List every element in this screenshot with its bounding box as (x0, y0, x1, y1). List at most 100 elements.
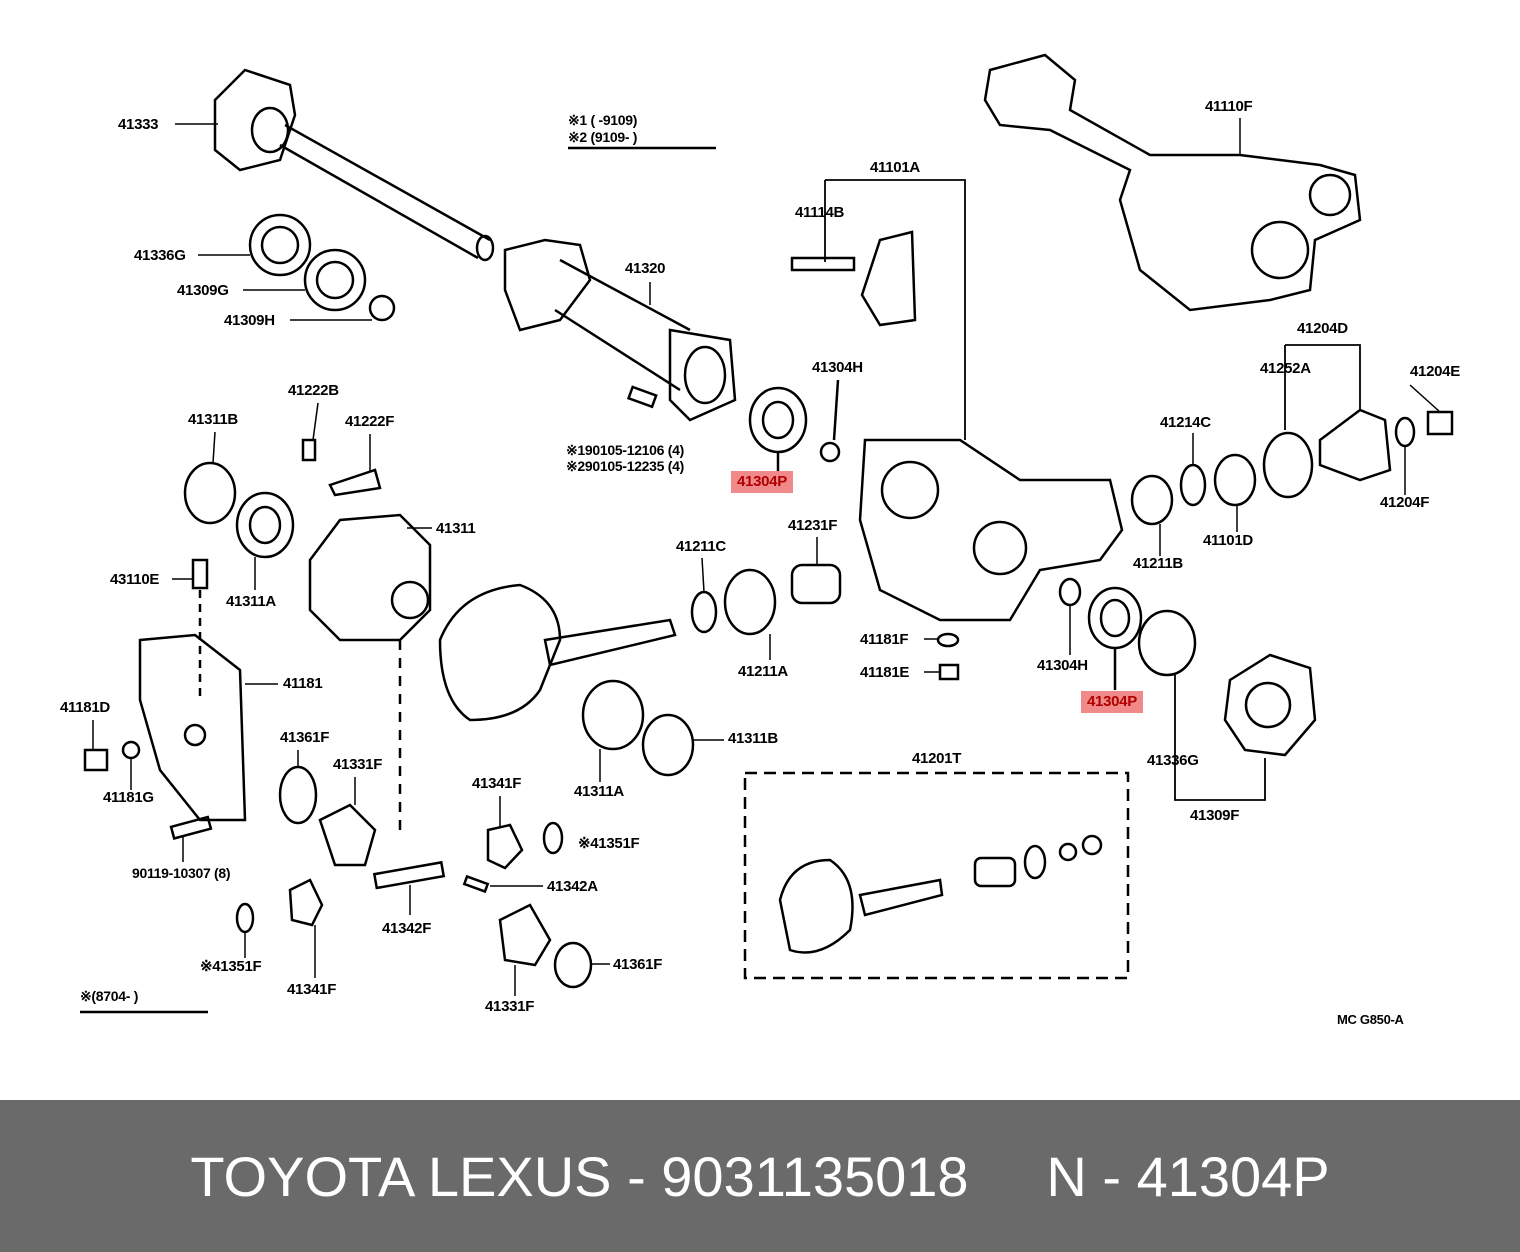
kit-box-41201T (743, 771, 1130, 980)
washer-41351F (542, 821, 564, 855)
spacer-41211C (690, 590, 718, 634)
seal-41336G-right (1137, 609, 1197, 677)
note-variant-3: ※(8704- ) (80, 988, 139, 1004)
part-label[interactable]: 41309G (177, 282, 229, 299)
part-label[interactable]: 41214C (1160, 414, 1211, 431)
part-label[interactable]: 41181D (60, 699, 110, 716)
seal-41311B (183, 461, 237, 525)
washer-41181F (936, 632, 960, 648)
part-label[interactable]: 41311A (226, 593, 276, 610)
note-bolt-1: ※190105-12106 (4) (566, 442, 684, 458)
lock-plate-41222F (328, 468, 382, 497)
bolt-41114B (790, 256, 856, 272)
seal-41311B-right (641, 713, 695, 777)
part-label[interactable]: 41336G (1147, 752, 1199, 769)
diagram-code: MC G850-A (1337, 1012, 1404, 1027)
note-bolt-2: ※290105-12235 (4) (566, 458, 684, 474)
part-label[interactable]: 41181F (860, 631, 909, 648)
part-label[interactable]: 41114B (795, 204, 845, 221)
ring-gear-part (438, 583, 562, 722)
breather-43110E (191, 558, 209, 590)
carrier-housing-part (858, 438, 1124, 622)
part-label[interactable]: ※41351F (200, 958, 262, 975)
highlighted-part-label-41304P[interactable]: 41304P (731, 471, 793, 493)
part-label[interactable]: 41252A (1260, 360, 1311, 377)
note-variant-2: ※2 (9109- ) (568, 129, 638, 145)
part-label[interactable]: 41331F (333, 756, 383, 773)
bolt-41222B (301, 438, 317, 462)
washer-41204F (1394, 416, 1416, 448)
side-gear-41331F (318, 803, 377, 867)
plug-41181D (83, 748, 109, 772)
pinion-gear-41341F-b (288, 878, 324, 927)
bearing-41304P-left (748, 386, 808, 454)
part-label[interactable]: 41101D (1203, 532, 1253, 549)
part-label[interactable]: 41361F (613, 956, 663, 973)
part-label[interactable]: 41333 (118, 116, 159, 133)
pinion-gear-41341F (486, 823, 524, 870)
part-label[interactable]: 41311B (728, 730, 778, 747)
bearing-41311A (235, 491, 295, 559)
footer-part-title: TOYOTA LEXUS - 9031135018 N - 41304P (190, 1144, 1330, 1208)
part-label[interactable]: 41342F (382, 920, 432, 937)
part-label[interactable]: 90119-10307 (8) (132, 865, 231, 881)
part-label[interactable]: 41320 (625, 260, 666, 277)
washer-41351F-b (235, 902, 255, 934)
footer-banner: TOYOTA LEXUS - 9031135018 N - 41304P (0, 1100, 1520, 1252)
part-label[interactable]: 41341F (472, 775, 522, 792)
part-label[interactable]: 41309H (224, 312, 275, 329)
differential-assembly-part (983, 53, 1362, 312)
parts-diagram: ※1 ( -9109) ※2 (9109- ) ※190105-12106 (4… (60, 53, 1460, 1027)
part-label[interactable]: 41231F (788, 517, 838, 534)
part-label[interactable]: 41110F (1205, 98, 1253, 115)
bearing-41309G (303, 248, 367, 312)
part-label[interactable]: 41341F (287, 981, 337, 998)
diff-case-41311 (308, 513, 432, 642)
part-label[interactable]: 41204D (1297, 320, 1348, 337)
part-label[interactable]: 41342A (547, 878, 598, 895)
part-label[interactable]: 41336G (134, 247, 186, 264)
oil-seal-41252A (1262, 431, 1314, 499)
snap-ring-41309H (368, 294, 396, 322)
part-label[interactable]: 41211A (738, 663, 788, 680)
part-label[interactable]: 41201T (912, 750, 962, 767)
nut-41181E (938, 663, 960, 681)
washer-41361F-b (553, 941, 593, 989)
highlighted-part-label-41304P[interactable]: 41304P (1081, 691, 1143, 713)
axle-housing-part (503, 238, 737, 422)
axle-shaft-part (213, 68, 495, 262)
part-label[interactable]: ※41351F (578, 835, 640, 852)
part-label[interactable]: 41181E (860, 664, 910, 681)
gasket-41181G (121, 740, 141, 760)
part-label[interactable]: 41311 (436, 520, 476, 537)
part-label[interactable]: 41361F (280, 729, 330, 746)
note-variant-1: ※1 ( -9109) (568, 112, 638, 128)
snap-ring-41304H-right (1058, 577, 1082, 607)
part-label[interactable]: 41222B (288, 382, 339, 399)
part-label[interactable]: 41309F (1190, 807, 1240, 824)
nut-41204E (1426, 410, 1454, 436)
bearing-41311A-right (581, 679, 645, 751)
part-label[interactable]: 41181 (283, 675, 323, 692)
axle-flange-right (1223, 653, 1317, 757)
part-label[interactable]: 41181G (103, 789, 154, 806)
bolt-90105 (626, 385, 658, 409)
part-label[interactable]: 43110E (110, 571, 160, 588)
part-label[interactable]: 41311B (188, 411, 238, 428)
part-label[interactable]: 41311A (574, 783, 624, 800)
part-label[interactable]: 41304H (1037, 657, 1088, 674)
snap-ring-41304H (819, 441, 841, 463)
part-label[interactable]: 41211C (676, 538, 726, 555)
part-label[interactable]: 41101A (870, 159, 920, 176)
part-label[interactable]: 41204E (1410, 363, 1460, 380)
part-label[interactable]: 41331F (485, 998, 535, 1015)
part-label[interactable]: 41222F (345, 413, 395, 430)
part-label[interactable]: 41304H (812, 359, 863, 376)
pin-41342A (462, 874, 490, 894)
drive-pinion (543, 618, 677, 667)
side-gear-41331F-b (498, 903, 552, 967)
part-label[interactable]: 41204F (1380, 494, 1430, 511)
bearing-41304P-right (1087, 586, 1143, 650)
diagram-drawing (80, 53, 1454, 1014)
part-label[interactable]: 41211B (1133, 555, 1183, 572)
